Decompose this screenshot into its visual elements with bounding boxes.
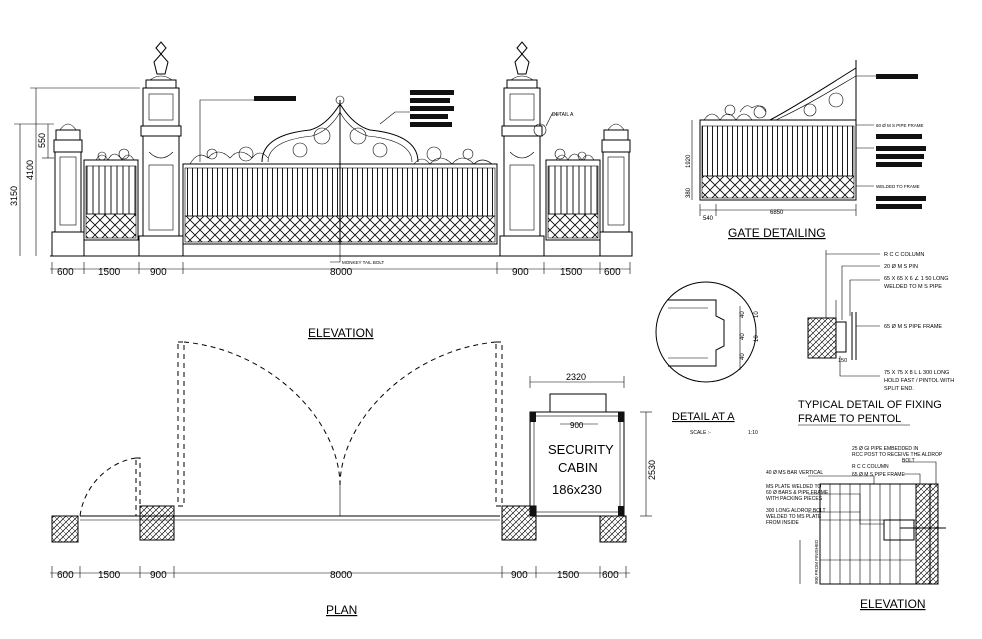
elevation-title: ELEVATION xyxy=(308,326,374,340)
plan-dim-900-right: 900 xyxy=(511,570,528,581)
fixing-label-8: SPLIT END. xyxy=(884,386,914,392)
gate-detail-label-weld: WELDED TO FRAME xyxy=(876,184,920,189)
small-elev-label-1: 25 Ø GI PIPE EMBEDDED IN xyxy=(852,446,919,452)
detail-a-dim-4: 10 xyxy=(754,335,760,342)
small-elev-label-11: WELDED TO MS PLATE xyxy=(766,514,822,520)
detail-a-dim-5: 40 xyxy=(740,353,746,360)
fixing-label-3: 65 X 65 X 6 ∠ 1 50 LONG xyxy=(884,275,949,282)
small-elev-label-8: 60 Ø BARS & PIPE FRAME xyxy=(766,490,829,496)
security-cabin: SECURITY CABIN 186x230 2320 900 2530 xyxy=(529,372,657,517)
right-wicket-gate xyxy=(545,148,601,241)
fixing-title-line2: FRAME TO PENTOL xyxy=(798,413,901,425)
dim-vertical-3150: 3150 xyxy=(9,186,19,206)
right-main-pillar xyxy=(499,41,560,257)
cabin-name-line1: SECURITY xyxy=(548,442,614,457)
dim-600-right: 600 xyxy=(604,267,621,278)
small-elev-label-3: BOLT xyxy=(902,458,915,464)
fixing-label-5: 65 Ø M S PIPE FRAME xyxy=(884,324,942,330)
gate-detail-dim-1920: 1920 xyxy=(686,154,692,168)
small-elevation-title: ELEVATION xyxy=(860,597,926,611)
plan-dim-900-left: 900 xyxy=(150,570,167,581)
detail-a-dim-2: 40 xyxy=(740,333,746,340)
detail-a-title: DETAIL AT A xyxy=(672,411,735,423)
gate-detail-dim-6850: 6850 xyxy=(770,210,784,216)
gate-detail-label-pipe: 60 Ø M S PIPE FRAME xyxy=(876,123,924,128)
detail-a-scale-label: SCALE :- xyxy=(690,430,711,436)
small-elev-label-12: FROM INSIDE xyxy=(766,520,799,526)
right-end-pillar xyxy=(599,123,633,257)
gate-detail-dim-380: 380 xyxy=(686,187,692,198)
cabin-name-line2: CABIN xyxy=(558,460,598,475)
plan-title: PLAN xyxy=(326,603,357,617)
fixing-label-4: WELDED TO M S PIPE xyxy=(884,284,942,290)
plan-dim-600-left: 600 xyxy=(57,570,74,581)
plan-dim-1500-left: 1500 xyxy=(98,570,121,581)
small-elev-label-9: WITH PACKING PIECES xyxy=(766,496,823,502)
detail-a-dim-3: 10 xyxy=(754,311,760,318)
small-elev-label-4: 40 Ø MS BAR VERTICAL xyxy=(766,470,823,476)
main-elevation: 3150 4100 550 600 1500 900 8000 900 1500… xyxy=(9,41,633,340)
dim-1500-right: 1500 xyxy=(560,267,583,278)
cabin-width-dim: 2320 xyxy=(566,372,586,382)
detail-at-a: 40 40 10 10 40 DETAIL AT A SCALE :- 1:10 xyxy=(655,281,760,436)
plan-dim-600-right: 600 xyxy=(602,570,619,581)
small-elev-side-label: 900 FROM FINISHED xyxy=(814,539,819,584)
elevation-bottom-dims: 600 1500 900 8000 900 1500 600 MONKEY TA… xyxy=(50,112,631,278)
dim-vertical-550: 550 xyxy=(37,133,47,148)
plan-pillar-left xyxy=(139,505,175,541)
fixing-label-2: 20 Ø M S PIN xyxy=(884,264,918,270)
cabin-height-dim: 2530 xyxy=(647,460,657,480)
fixing-label-6: 75 X 75 X 8 L L 300 LONG xyxy=(884,370,949,376)
small-elev-label-5: R C C COLUMN xyxy=(852,464,889,470)
detail-a-dim-1: 40 xyxy=(740,311,746,318)
small-elev-label-2: RCC POST TO RECEIVE THE ALDROP xyxy=(852,452,943,458)
dim-vertical-4100: 4100 xyxy=(25,160,35,180)
fixing-label-7: HOLD FAST / PINTOL WITH xyxy=(884,378,954,384)
fixing-label-1: R C C COLUMN xyxy=(884,252,924,258)
small-elev-label-6: 65 Ø M S PIPE FRAME xyxy=(852,472,905,478)
cabin-inner-dim: 900 xyxy=(570,421,584,430)
plan-dim-1500-right: 1500 xyxy=(557,570,580,581)
detail-a-scale-value: 1:10 xyxy=(748,430,758,436)
plan-pillar-left-end xyxy=(51,515,79,543)
detail-a-marker-label: DETAIL A xyxy=(552,112,574,118)
dim-8000: 8000 xyxy=(330,267,353,278)
cabin-size: 186x230 xyxy=(552,482,602,497)
left-wicket-gate xyxy=(83,148,139,241)
dim-600-left: 600 xyxy=(57,267,74,278)
fixing-detail: R C C COLUMN 20 Ø M S PIN 65 X 65 X 6 ∠ … xyxy=(798,250,954,426)
left-main-pillar xyxy=(138,41,184,257)
monkey-tail-bolt-label: MONKEY TAIL BOLT xyxy=(342,260,385,265)
small-elev-label-10: 300 LONG ALDROP BOLT xyxy=(766,508,826,514)
gate-detail-dim-540: 540 xyxy=(703,216,714,222)
elevation-vertical-dims: 3150 4100 550 xyxy=(9,87,140,256)
small-elev-label-7: MS PLATE WELDED TO xyxy=(766,484,821,490)
dim-900-left: 900 xyxy=(150,267,167,278)
fixing-dim-150: 150 xyxy=(838,358,847,364)
plan-pillar-right-end xyxy=(599,515,627,543)
fixing-title-line1: TYPICAL DETAIL OF FIXING xyxy=(798,399,942,411)
gate-detailing: 60 Ø M S PIPE FRAME WELDED TO FRAME 540 … xyxy=(686,60,926,240)
gate-detailing-title: GATE DETAILING xyxy=(728,226,826,240)
small-elevation: 900 FROM FINISHED 25 Ø GI PIPE EMBEDDED … xyxy=(766,446,946,611)
left-end-pillar xyxy=(51,123,85,257)
dim-1500-left: 1500 xyxy=(98,267,121,278)
plan-bottom-dims: 600 1500 900 8000 900 1500 600 xyxy=(50,566,630,581)
plan-view: SECURITY CABIN 186x230 2320 900 2530 600 xyxy=(50,341,657,617)
main-gate xyxy=(182,90,498,245)
dim-900-right: 900 xyxy=(512,267,529,278)
plan-dim-8000: 8000 xyxy=(330,570,353,581)
